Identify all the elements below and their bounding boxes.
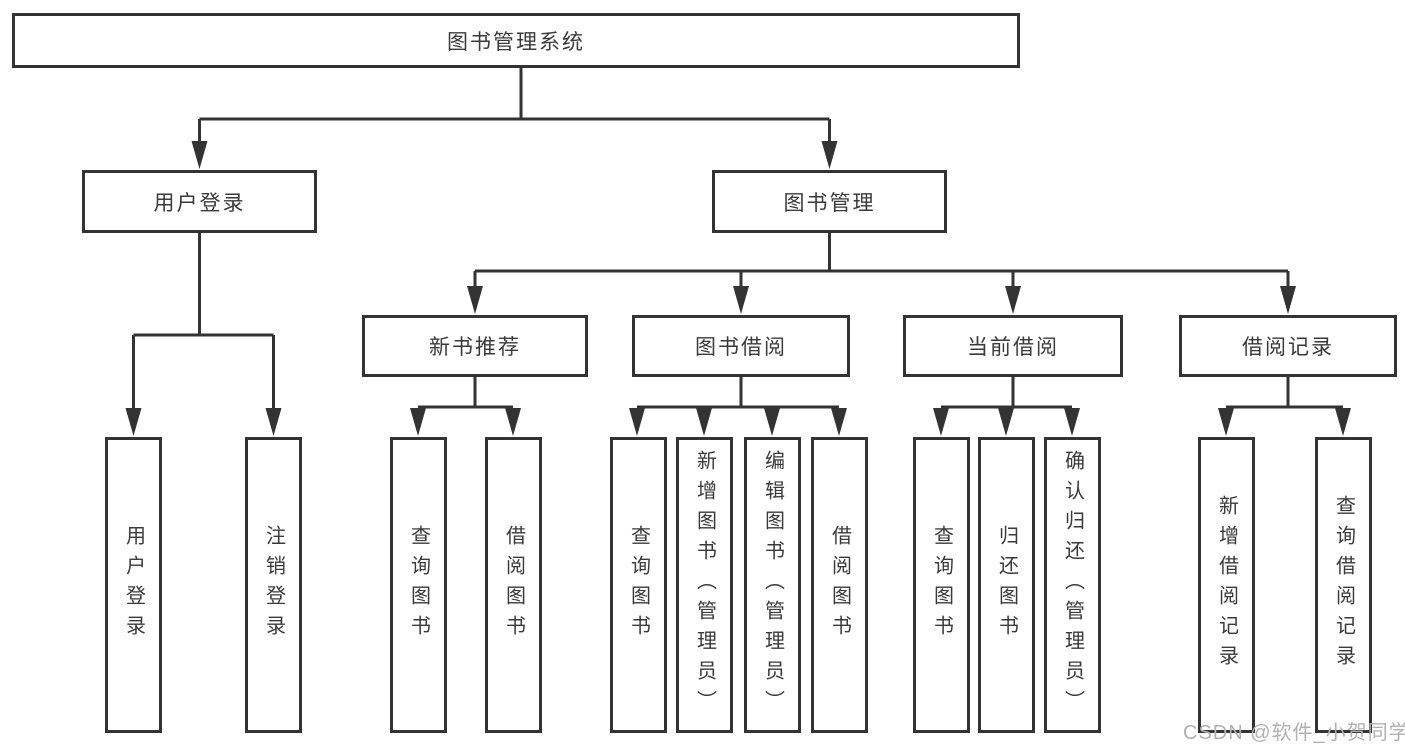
- node-borrowing-records: 借阅记录: [1179, 315, 1397, 377]
- leaf-borrow-books-recommend: 借阅图书: [485, 437, 542, 733]
- node-label: 图书管理: [783, 191, 876, 215]
- node-label: 图书管理系统: [447, 30, 585, 54]
- leaf-query-books-borrowing: 查询图书: [610, 437, 667, 733]
- leaf-label: 查询图书: [407, 525, 430, 645]
- leaf-add-borrow-record: 新增借阅记录: [1198, 437, 1255, 733]
- leaf-return-books: 归还图书: [978, 437, 1035, 733]
- leaf-user-login: 用户登录: [105, 437, 162, 733]
- leaf-label: 确认归还（管理员）: [1061, 450, 1084, 720]
- node-book-management: 图书管理: [712, 170, 947, 233]
- leaf-logout: 注销登录: [245, 437, 302, 733]
- leaf-query-borrow-record: 查询借阅记录: [1315, 437, 1372, 733]
- leaf-edit-books-admin: 编辑图书（管理员）: [744, 437, 801, 733]
- leaf-label: 新增借阅记录: [1215, 495, 1238, 675]
- watermark: CSDN @软件_小贺同学: [1183, 722, 1405, 744]
- leaf-query-books-current: 查询图书: [913, 437, 970, 733]
- leaf-label: 查询图书: [627, 525, 650, 645]
- leaf-label: 编辑图书（管理员）: [761, 450, 784, 720]
- node-label: 新书推荐: [429, 336, 521, 359]
- node-current-borrowing: 当前借阅: [903, 315, 1123, 377]
- leaf-label: 归还图书: [995, 525, 1018, 645]
- leaf-label: 查询图书: [930, 525, 953, 645]
- leaf-borrow-books: 借阅图书: [811, 437, 868, 733]
- node-new-book-recommendation: 新书推荐: [362, 315, 588, 377]
- node-user-login: 用户登录: [82, 170, 317, 233]
- leaf-add-books-admin: 新增图书（管理员）: [676, 437, 733, 733]
- leaf-label: 用户登录: [122, 525, 145, 645]
- node-label: 图书借阅: [695, 336, 787, 359]
- node-book-borrowing: 图书借阅: [632, 315, 850, 377]
- node-label: 用户登录: [153, 191, 246, 215]
- node-library-management-system: 图书管理系统: [12, 13, 1020, 68]
- leaf-label: 查询借阅记录: [1332, 495, 1355, 675]
- leaf-query-books-recommend: 查询图书: [390, 437, 447, 733]
- leaf-label: 借阅图书: [502, 525, 525, 645]
- tree-connector-paths: [132, 68, 1343, 412]
- leaf-label: 注销登录: [262, 525, 285, 645]
- node-label: 借阅记录: [1242, 336, 1334, 359]
- node-label: 当前借阅: [967, 336, 1059, 359]
- leaf-label: 借阅图书: [828, 525, 851, 645]
- leaf-label: 新增图书（管理员）: [693, 450, 716, 720]
- leaf-confirm-return-admin: 确认归还（管理员）: [1044, 437, 1101, 733]
